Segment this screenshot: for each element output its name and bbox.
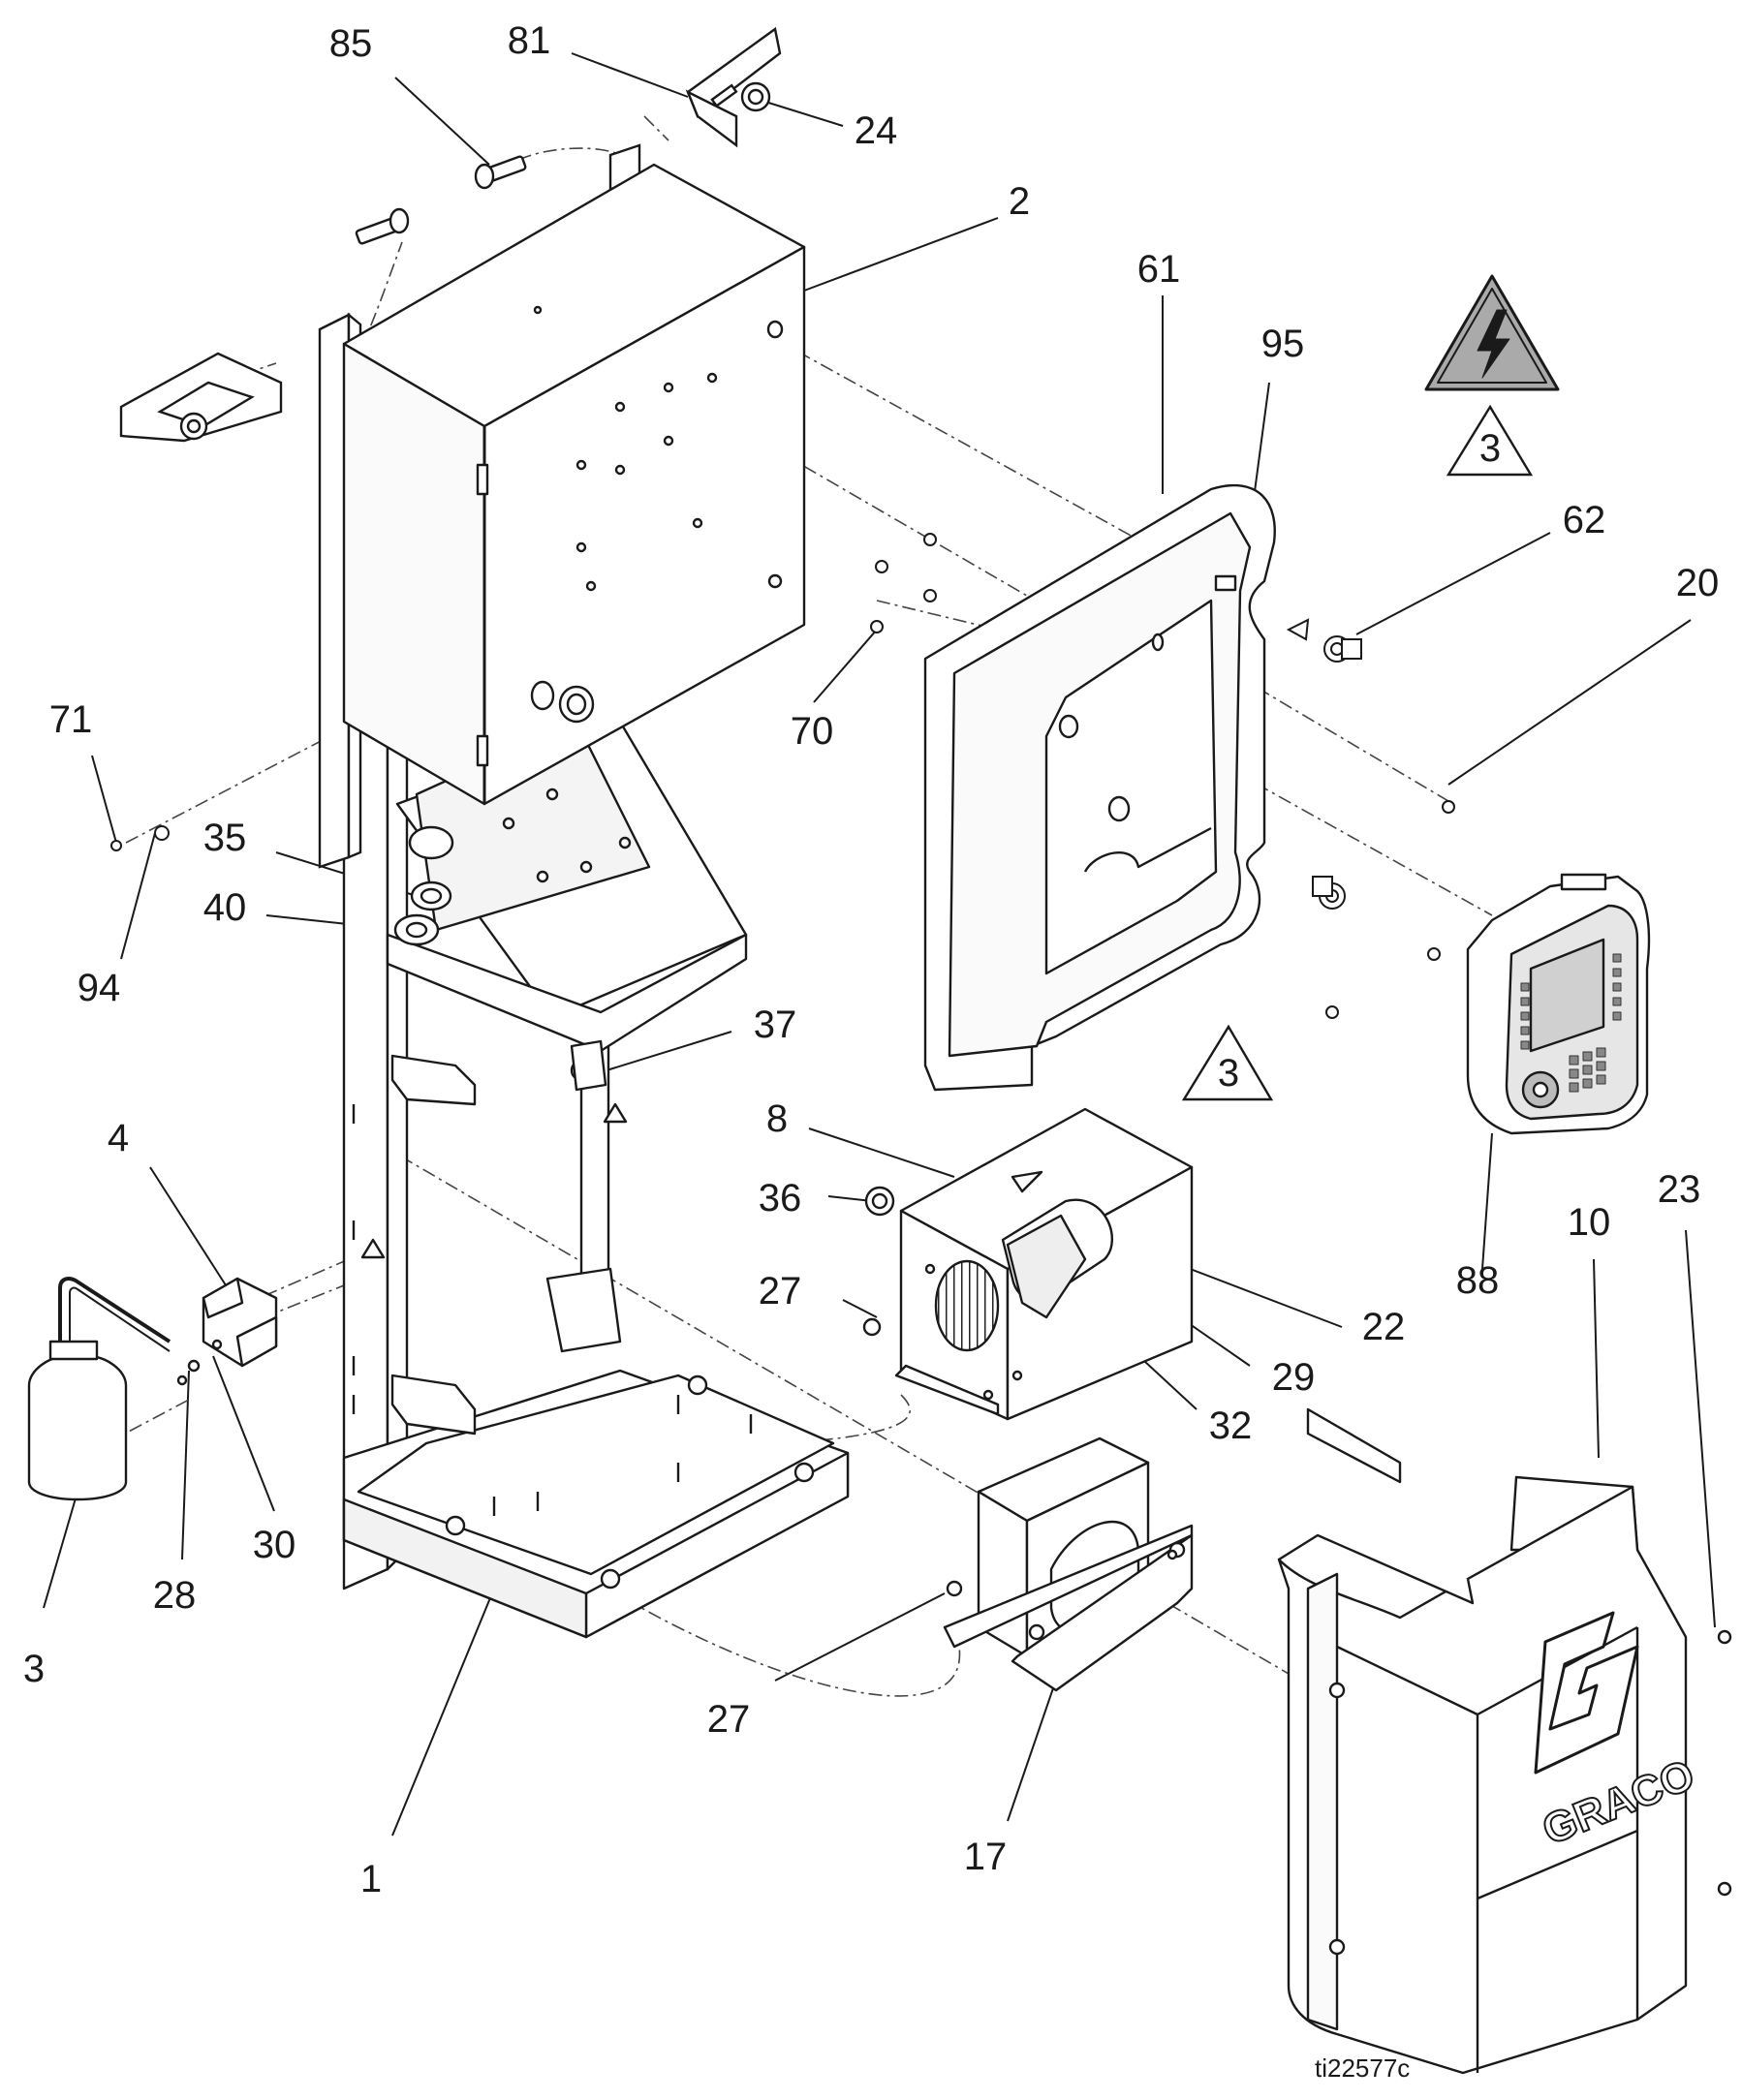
mounting-brackets [119,26,782,443]
note-number-3-lower: 3 [1217,1052,1240,1095]
callout-1: 1 [359,1858,383,1900]
callout-35: 35 [202,817,247,859]
callout-61: 61 [1136,248,1181,291]
rear-shroud [1277,1407,1732,2075]
note-triangles [1181,404,1534,1101]
callout-70: 70 [790,710,834,753]
electrical-hazard-icon [1424,274,1560,391]
frame-stand [320,538,850,1639]
callout-81: 81 [507,19,551,62]
callout-40: 40 [202,886,247,929]
callout-10: 10 [1567,1201,1611,1244]
callout-71: 71 [48,698,93,741]
callout-36: 36 [758,1177,802,1220]
callout-17: 17 [963,1836,1008,1878]
callout-22: 22 [1361,1306,1406,1348]
callout-28: 28 [152,1574,197,1617]
electrical-enclosure [342,163,806,806]
callout-85: 85 [328,22,373,65]
callout-88: 88 [1455,1259,1500,1302]
callout-27-upper: 27 [758,1270,802,1312]
callout-37: 37 [753,1004,797,1046]
bottle-assembly [27,1277,278,1501]
small-fasteners [110,533,1455,1019]
display-module [1466,873,1651,1135]
callout-62: 62 [1562,499,1606,541]
callout-30: 30 [252,1524,296,1566]
callout-23: 23 [1657,1168,1701,1211]
callout-27-lower: 27 [706,1698,751,1741]
display-bezel [923,483,1276,1092]
note-number-3-upper: 3 [1478,427,1502,470]
figure-id: ti22577c [1315,2054,1411,2083]
callout-2: 2 [1008,180,1031,223]
heater-enclosure [862,1107,1194,1421]
leader-lines [43,52,1716,1837]
callout-4: 4 [107,1117,130,1159]
callout-24: 24 [854,109,898,152]
callout-94: 94 [77,967,121,1009]
callout-29: 29 [1271,1356,1316,1399]
transformer [943,1436,1194,1692]
callout-95: 95 [1260,323,1305,365]
callout-32: 32 [1208,1405,1253,1447]
callout-3: 3 [22,1648,46,1690]
callout-8: 8 [765,1097,789,1140]
callout-20: 20 [1675,562,1720,604]
